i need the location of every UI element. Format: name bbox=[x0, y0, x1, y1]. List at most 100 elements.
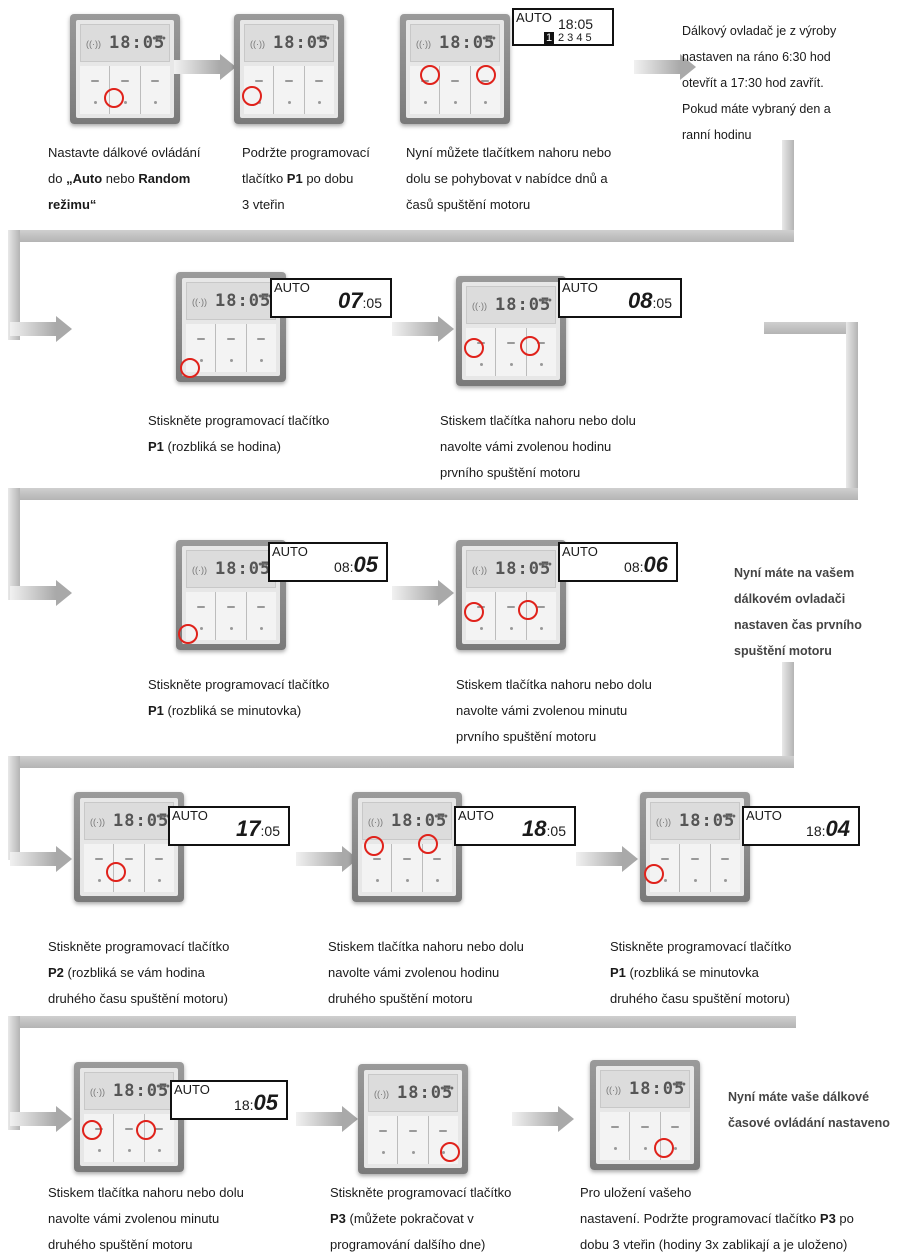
caption: Stiskněte programovací tlačítko P1 (rozb… bbox=[610, 939, 792, 1006]
connector bbox=[782, 662, 794, 766]
display-box: AUTO 08:05 bbox=[558, 278, 682, 318]
note-line: nastaven na ráno 6:30 hod bbox=[682, 50, 831, 64]
info-note: Dálkový ovladač je z výroby nastaven na … bbox=[682, 18, 906, 148]
time-value: 18:05 bbox=[558, 16, 594, 32]
connector bbox=[764, 322, 858, 334]
highlight-circle bbox=[420, 65, 440, 85]
display-box: AUTO 08:06 bbox=[558, 542, 678, 582]
highlight-circle bbox=[440, 1142, 460, 1162]
time-value: 18:05 bbox=[234, 1090, 278, 1115]
note-line: časové ovládání nastaveno bbox=[728, 1116, 890, 1130]
arrow-right-icon bbox=[10, 846, 72, 872]
display-box: AUTO 17:05 bbox=[168, 806, 290, 846]
time-value: 18:04 bbox=[806, 816, 850, 841]
highlight-circle bbox=[418, 834, 438, 854]
auto-label: AUTO bbox=[516, 10, 552, 25]
arrow-right-icon bbox=[392, 316, 454, 342]
remote-device: ((·))18:05●●●● bbox=[352, 792, 462, 902]
connector bbox=[8, 1016, 796, 1028]
connector bbox=[8, 230, 20, 340]
arrow-right-icon bbox=[10, 316, 72, 342]
arrow-right-icon bbox=[634, 54, 696, 80]
highlight-circle bbox=[242, 86, 262, 106]
remote-device: ((·))18:05●●●● bbox=[234, 14, 344, 124]
remote-device: ((·))18:05●●●● bbox=[590, 1060, 700, 1170]
highlight-circle bbox=[364, 836, 384, 856]
highlight-circle bbox=[464, 338, 484, 358]
auto-label: AUTO bbox=[562, 280, 598, 295]
auto-label: AUTO bbox=[172, 808, 208, 823]
connector bbox=[846, 322, 858, 498]
display-box: AUTO 08:05 bbox=[268, 542, 388, 582]
highlight-circle bbox=[104, 88, 124, 108]
arrow-right-icon bbox=[576, 846, 638, 872]
highlight-circle bbox=[180, 358, 200, 378]
highlight-circle bbox=[106, 862, 126, 882]
remote-device: ((·))18:05●●●● bbox=[358, 1064, 468, 1174]
remote-device: ((·))18:05●●●● bbox=[74, 1062, 184, 1172]
auto-label: AUTO bbox=[562, 544, 598, 559]
remote-device: ((·))18:05●●●● bbox=[640, 792, 750, 902]
highlight-circle bbox=[178, 624, 198, 644]
connector bbox=[8, 1016, 20, 1130]
caption: Stiskněte programovací tlačítko P1 (rozb… bbox=[148, 413, 330, 454]
arrow-right-icon bbox=[512, 1106, 574, 1132]
time-value: 07:05 bbox=[338, 288, 382, 313]
connector bbox=[8, 756, 794, 768]
highlight-circle bbox=[82, 1120, 102, 1140]
caption: Stiskem tlačítka nahoru nebo dolu navolt… bbox=[328, 939, 524, 1006]
connector bbox=[8, 230, 794, 242]
connector bbox=[8, 488, 858, 500]
arrow-right-icon bbox=[174, 54, 236, 80]
highlight-circle bbox=[464, 602, 484, 622]
remote-device: ((·))18:05●●●● bbox=[456, 540, 566, 650]
time-value: 17:05 bbox=[236, 816, 280, 841]
arrow-right-icon bbox=[392, 580, 454, 606]
time-value: 08:06 bbox=[624, 552, 668, 577]
arrow-right-icon bbox=[10, 1106, 72, 1132]
highlight-circle bbox=[520, 336, 540, 356]
caption: Stiskněte programovací tlačítko P1 (rozb… bbox=[148, 677, 330, 718]
arrow-right-icon bbox=[10, 580, 72, 606]
caption: Stiskněte programovací tlačítko P2 (rozb… bbox=[48, 939, 230, 1006]
caption: Stiskem tlačítka nahoru nebo dolu navolt… bbox=[440, 413, 636, 480]
note-line: Dálkový ovladač je z výroby bbox=[682, 24, 837, 38]
arrow-right-icon bbox=[296, 846, 358, 872]
remote-device: ((·))18:05●●●● bbox=[70, 14, 180, 124]
caption: Stiskem tlačítka nahoru nebo dolu navolt… bbox=[48, 1185, 244, 1252]
highlight-circle bbox=[136, 1120, 156, 1140]
caption: Nyní můžete tlačítkem nahoru nebo dolu s… bbox=[406, 145, 612, 212]
caption: Stiskněte programovací tlačítko P3 (může… bbox=[330, 1185, 512, 1252]
highlight-circle bbox=[654, 1138, 674, 1158]
caption: Nastavte dálkové ovládání do „Auto nebo … bbox=[48, 145, 201, 212]
connector bbox=[782, 140, 794, 242]
display-box: AUTO 18:05 1 2 3 4 5 bbox=[512, 8, 614, 46]
remote-device: ((·))18:05●●●● bbox=[176, 540, 286, 650]
auto-label: AUTO bbox=[746, 808, 782, 823]
time-value: 08:05 bbox=[628, 288, 672, 313]
note-line: Nyní máte vaše dálkové bbox=[728, 1090, 870, 1104]
day-selected: 1 bbox=[544, 32, 555, 44]
info-note: Nyní máte na vašem dálkovém ovladači nas… bbox=[734, 560, 910, 664]
auto-label: AUTO bbox=[174, 1082, 210, 1097]
note-line: nastaven čas prvního bbox=[734, 618, 862, 632]
days-list: 2 3 4 5 bbox=[558, 32, 592, 44]
display-box: AUTO 18:05 bbox=[454, 806, 576, 846]
caption: Stiskem tlačítka nahoru nebo dolu navolt… bbox=[456, 677, 652, 744]
remote-device: ((·))18:05●●●● bbox=[456, 276, 566, 386]
caption: Pro uložení vašeho nastavení. Podržte pr… bbox=[580, 1185, 854, 1252]
time-value: 08:05 bbox=[334, 552, 378, 577]
display-box: AUTO 18:05 bbox=[170, 1080, 288, 1120]
note-line: Nyní máte na vašem bbox=[734, 566, 855, 580]
note-line: spuštění motoru bbox=[734, 644, 832, 658]
arrow-right-icon bbox=[296, 1106, 358, 1132]
remote-device: ((·))18:05●●●● bbox=[74, 792, 184, 902]
connector bbox=[8, 488, 20, 600]
info-note: Nyní máte vaše dálkové časové ovládání n… bbox=[728, 1084, 910, 1136]
display-box: AUTO 18:04 bbox=[742, 806, 860, 846]
caption: Podržte programovací tlačítko P1 po dobu… bbox=[242, 145, 370, 212]
time-value: 18:05 bbox=[522, 816, 566, 841]
auto-label: AUTO bbox=[272, 544, 308, 559]
note-line: Pokud máte vybraný den a bbox=[682, 102, 831, 116]
note-line: dálkovém ovladači bbox=[734, 592, 846, 606]
